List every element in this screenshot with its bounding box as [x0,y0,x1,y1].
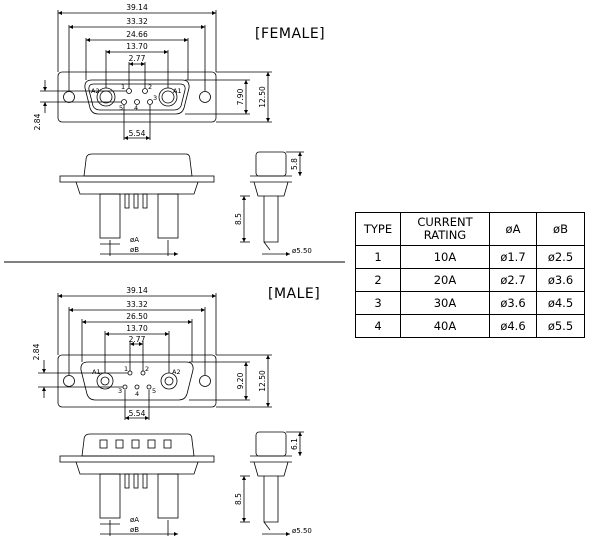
female-pin-label-3: 3 [153,94,157,102]
female-pin-label-4: 4 [134,104,138,112]
male-pin-1 [127,370,133,376]
male-dim-shell-width: 26.50 [126,312,148,321]
header-phi-b: øB [536,212,585,246]
male-dim-offset: 2.84 [32,343,41,360]
male-flange [57,354,217,408]
female-front-view [40,10,272,140]
male-dim-overall-width: 39.14 [126,286,148,295]
female-side-view [240,151,304,256]
male-dim-lower-span: 5.54 [129,409,146,418]
male-dim-side-height: 6.1 [290,438,299,450]
header-current-rating: CURRENT RATING [400,212,490,246]
female-dim-lower-span: 5.54 [129,129,146,138]
cell-current: 30A [400,291,490,315]
male-pin-label-a1: A1 [92,368,101,376]
male-pin-4 [134,384,140,390]
female-top-view [59,153,215,256]
male-d-shell [80,361,194,401]
female-mount-hole-right [199,91,211,103]
female-phi-b: øB [130,246,139,254]
female-label: [FEMALE] [255,26,325,42]
male-label: [MALE] [268,286,320,302]
male-dim-pin-span: 13.70 [126,324,148,333]
female-pin-label-a1: A1 [173,87,182,95]
cell-current: 40A [400,314,490,338]
cell-phi-b: ø3.6 [536,268,585,292]
female-phi-a: øA [130,236,139,244]
male-dim-tail-length: 8.5 [234,493,243,505]
cell-current: 20A [400,268,490,292]
male-dim-height-overall: 12.50 [258,370,267,392]
male-phi-a: øA [130,516,139,524]
female-dim-side-height: 5.8 [290,158,299,170]
cell-type: 2 [355,268,401,292]
male-dim-height-shell: 9.20 [236,372,245,389]
current-rating-table: TYPE CURRENT RATING øA øB 1 10A ø1.7 ø2.… [355,212,585,338]
male-dim-pin-pitch: 2.77 [129,335,146,344]
female-dim-offset: 2.84 [33,113,42,130]
male-phi-550: ø5.50 [292,527,312,535]
female-pin-5 [121,99,127,105]
male-dim-mount-spacing: 33.32 [126,300,148,309]
female-pin-label-5: 5 [119,104,123,112]
cell-phi-b: ø4.5 [536,291,585,315]
female-pin-1 [126,88,132,94]
female-dim-mount-spacing: 33.32 [126,17,148,26]
header-phi-a: øA [489,212,537,246]
female-pin-4 [134,99,140,105]
female-dim-height-shell: 7.90 [236,88,245,105]
male-phi-b: øB [130,526,139,534]
table-row: 3 30A ø3.6 ø4.5 [355,291,585,315]
female-pin-3 [147,99,153,105]
cell-type: 4 [355,314,401,338]
female-pin-label-2: 2 [148,83,152,91]
cell-type: 1 [355,245,401,269]
male-pin-5 [146,384,152,390]
table-row: 1 10A ø1.7 ø2.5 [355,245,585,269]
table-row: 2 20A ø2.7 ø3.6 [355,268,585,292]
table-row: 4 40A ø4.6 ø5.5 [355,314,585,338]
female-pin-label-1: 1 [121,83,125,91]
male-pin-label-4: 4 [135,390,139,398]
female-phi-550: ø5.50 [292,247,312,255]
female-dim-height-overall: 12.50 [258,86,267,108]
female-d-shell [84,79,190,115]
female-pin-label-a2: A2 [91,87,100,95]
male-side-view [240,431,304,536]
cell-phi-a: ø4.6 [489,314,537,338]
female-dim-overall-width: 39.14 [126,3,148,12]
male-mount-hole-left [63,375,75,387]
table-header-row: TYPE CURRENT RATING øA øB [355,212,585,246]
male-pin-label-a2: A2 [172,368,181,376]
cell-phi-a: ø2.7 [489,268,537,292]
female-dim-pin-pitch: 2.77 [129,54,146,63]
cell-type: 3 [355,291,401,315]
male-pin-label-2: 2 [145,365,149,373]
male-pin-label-3: 3 [118,387,122,395]
male-mount-hole-right [199,375,211,387]
header-type: TYPE [355,212,401,246]
cell-phi-a: ø3.6 [489,291,537,315]
female-mount-hole-left [63,91,75,103]
female-pin-2 [142,88,148,94]
male-pin-3 [122,384,128,390]
male-top-view [59,433,215,536]
cell-phi-b: ø5.5 [536,314,585,338]
female-dim-pin-span: 13.70 [126,42,148,51]
female-flange [57,71,217,123]
female-dim-tail-length: 8.5 [234,213,243,225]
cell-phi-a: ø1.7 [489,245,537,269]
male-pin-label-5: 5 [152,387,156,395]
male-pin-label-1: 1 [124,365,128,373]
male-front-view [38,293,272,420]
cell-phi-b: ø2.5 [536,245,585,269]
cell-current: 10A [400,245,490,269]
female-dim-shell-width: 24.66 [126,30,148,39]
